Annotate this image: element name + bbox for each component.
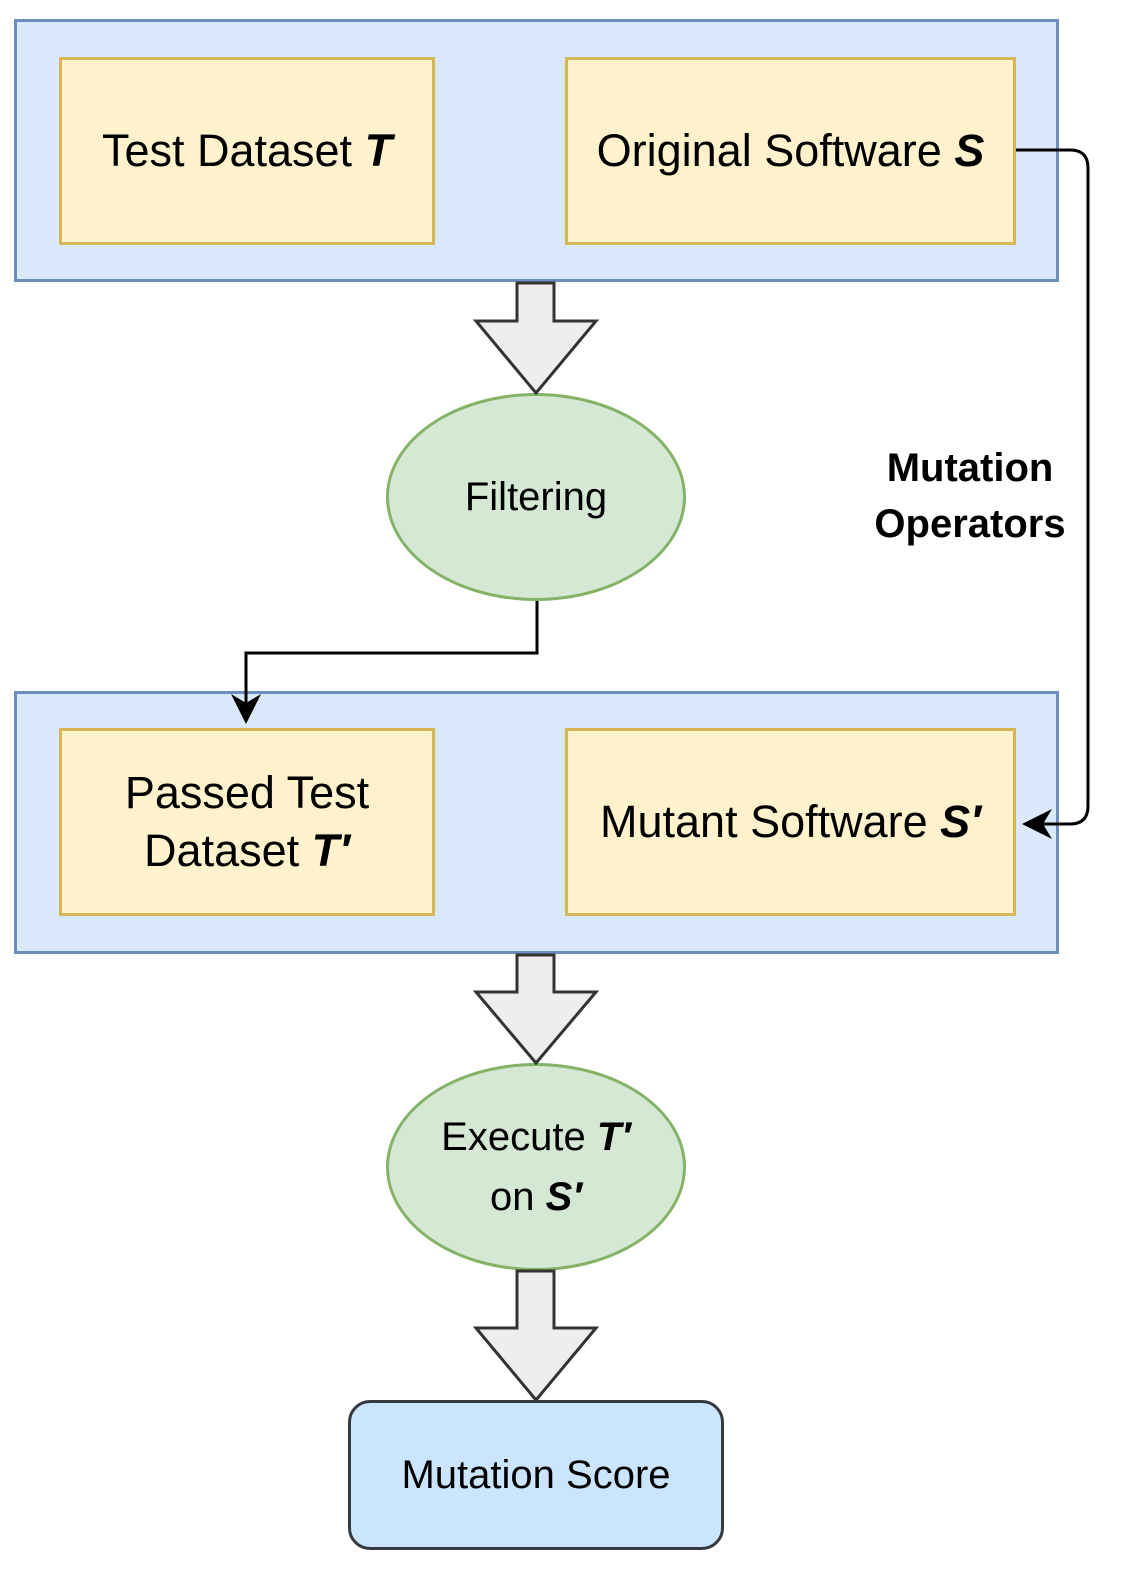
execute-text2: on [490, 1175, 546, 1219]
block-arrow-to-score [472, 1269, 600, 1403]
mutation-operators-label: Mutation Operators [855, 440, 1085, 552]
passed-test-dataset-line2: Dataset [144, 825, 312, 876]
mutation-score-label: Mutation Score [401, 1452, 671, 1497]
block-arrow-to-filtering [472, 281, 600, 396]
edge-original-to-mutant [1016, 148, 1090, 839]
filtering-label: Filtering [464, 475, 608, 519]
execute-var2: S′ [545, 1175, 582, 1219]
test-dataset-label: Test Dataset [101, 124, 365, 176]
original-software-box[interactable]: Original Software S [565, 57, 1016, 245]
block-arrow-to-execute [472, 953, 600, 1066]
test-dataset-box[interactable]: Test Dataset T [59, 57, 435, 245]
mutant-software-var: S′ [940, 795, 981, 847]
mutant-software-label: Mutant Software [600, 795, 941, 847]
execute-var1: T′ [596, 1115, 631, 1159]
original-software-var: S [954, 124, 985, 176]
mutation-operators-line2: Operators [874, 502, 1066, 546]
passed-test-dataset-line1: Passed Test [124, 766, 370, 818]
edge-filtering-to-passed [231, 601, 539, 724]
execute-text1: Execute [441, 1115, 597, 1159]
mutant-software-box[interactable]: Mutant Software S′ [565, 728, 1016, 916]
mutation-operators-line1: Mutation [886, 446, 1054, 490]
test-dataset-var: T [364, 124, 393, 176]
filtering-node[interactable]: Filtering [386, 393, 686, 601]
original-software-label: Original Software [596, 124, 955, 176]
passed-test-dataset-var: T′ [311, 825, 350, 876]
passed-test-dataset-box[interactable]: Passed Test Dataset T′ [59, 728, 435, 916]
mutation-score-box[interactable]: Mutation Score [348, 1400, 724, 1550]
